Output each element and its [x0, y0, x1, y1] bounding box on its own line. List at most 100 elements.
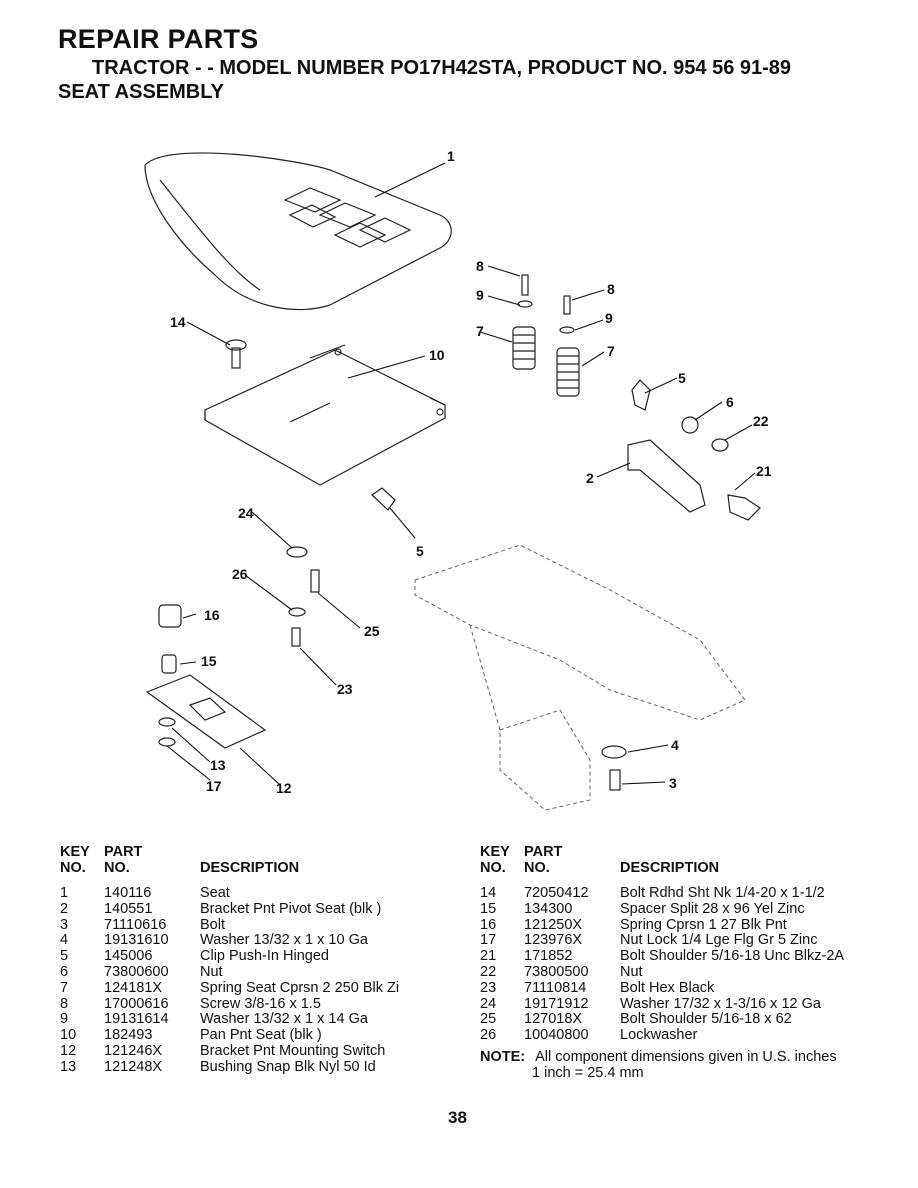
callout-label: 26 — [232, 566, 248, 582]
key-cell: 21 — [480, 948, 497, 965]
callout-label: 17 — [206, 778, 222, 794]
callout-label: 14 — [170, 314, 186, 330]
desc-cell: Spacer Split 28 x 96 Yel Zinc — [620, 900, 805, 917]
seat-pan-part — [204, 344, 446, 486]
callout-label: 12 — [276, 780, 292, 796]
table-header: KEY NO. PART NO. DESCRIPTION — [60, 844, 440, 879]
desc-cell: Spring Cprsn 1 27 Blk Pnt — [620, 916, 787, 933]
note-line-1: All component dimensions given in U.S. i… — [535, 1049, 837, 1065]
key-cell: 8 — [60, 995, 69, 1012]
callout-label: 24 — [238, 505, 254, 521]
callout-label: 15 — [201, 653, 217, 669]
key-cell: 4 — [60, 932, 69, 949]
desc-cell: Bracket Pnt Pivot Seat (blk ) — [200, 900, 382, 917]
key-cell: 15 — [480, 900, 497, 917]
seat-part — [144, 152, 452, 311]
callout-label: 4 — [671, 737, 679, 753]
note-line-2: 1 inch = 25.4 mm — [532, 1065, 644, 1081]
tractor-frame-outline — [414, 544, 746, 811]
desc-cell: Seat — [200, 885, 230, 901]
page-title: REPAIR PARTS — [58, 24, 259, 54]
description-header: DESCRIPTION — [620, 860, 720, 876]
spring-7-right-part — [556, 347, 580, 397]
callout-label: 6 — [726, 394, 734, 410]
part-cell: 73800600 — [104, 963, 169, 980]
desc-cell: Nut — [620, 963, 643, 980]
part-cell: 121248X — [104, 1058, 163, 1075]
section-title: SEAT ASSEMBLY — [58, 81, 224, 103]
key-cell: 12 — [60, 1042, 77, 1059]
callout-label: 9 — [605, 310, 613, 326]
desc-cell: Bolt Shoulder 5/16-18 Unc Blkz-2A — [620, 948, 845, 965]
key-cell: 26 — [480, 1027, 497, 1044]
key-cell: 25 — [480, 1011, 497, 1028]
table-row: 13 121248X Bushing Snap Blk Nyl 50 Id — [60, 1058, 440, 1076]
callout-label: 25 — [364, 623, 380, 639]
callout-label: 23 — [337, 681, 353, 697]
callout-label: 16 — [204, 607, 220, 623]
callout-label: 2 — [586, 470, 594, 486]
desc-cell: Bracket Pnt Mounting Switch — [200, 1042, 386, 1059]
callout-label: 5 — [416, 543, 424, 559]
part-cell: 140551 — [104, 900, 153, 917]
bolt-14-part — [225, 339, 247, 369]
desc-cell: Nut Lock 1/4 Lge Flg Gr 5 Zinc — [620, 932, 818, 949]
part-cell: 10040800 — [524, 1027, 589, 1044]
table-row: 21 171852 Bolt Shoulder 5/16-18 Unc Blkz-2… — [480, 948, 900, 965]
part-cell: 19171912 — [524, 995, 589, 1012]
part-cell: 145006 — [104, 948, 153, 965]
key-cell: 14 — [480, 885, 497, 901]
callout-label: 1 — [447, 148, 455, 164]
part-header-no: NO. — [524, 860, 550, 876]
key-cell: 9 — [60, 1011, 69, 1028]
callout-label: 22 — [753, 413, 769, 429]
key-cell: 13 — [60, 1058, 77, 1075]
desc-cell: Bushing Snap Blk Nyl 50 Id — [200, 1058, 376, 1075]
part-cell: 72050412 — [524, 885, 589, 901]
table-row: 2 140551 Bracket Pnt Pivot Seat (blk ) — [60, 900, 440, 918]
part-cell: 19131610 — [104, 932, 169, 949]
note-label: NOTE: — [480, 1049, 526, 1065]
part-header: PART — [524, 844, 563, 860]
table-header: KEY NO. PART NO. DESCRIPTION — [480, 844, 900, 879]
part-cell: 73800500 — [524, 963, 589, 980]
desc-cell: Bolt Hex Black — [620, 979, 715, 996]
key-header: KEY — [60, 844, 90, 860]
callout-label: 7 — [476, 323, 484, 339]
desc-cell: Bolt — [200, 916, 225, 933]
callout-label: 5 — [678, 370, 686, 386]
key-cell: 6 — [60, 963, 69, 980]
callout-label: 8 — [607, 281, 615, 297]
spring-7-left-part — [512, 326, 536, 370]
table-row: 16 121250X Spring Cprsn 1 27 Blk Pnt — [480, 916, 900, 934]
desc-cell: Bolt Shoulder 5/16-18 x 62 — [620, 1011, 792, 1028]
part-header-no: NO. — [104, 860, 130, 876]
desc-cell: Screw 3/8-16 x 1.5 — [200, 995, 321, 1012]
desc-cell: Spring Seat Cprsn 2 250 Blk Zi — [200, 979, 400, 996]
part-cell: 127018X — [524, 1011, 583, 1028]
callout-label: 3 — [669, 775, 677, 791]
key-cell: 16 — [480, 916, 497, 933]
seat-assembly-diagram: 1 8 9 8 9 7 7 5 6 22 10 14 2 21 24 5 26 … — [144, 148, 772, 811]
key-header-no: NO. — [60, 860, 86, 876]
part-cell: 71110814 — [524, 979, 587, 996]
part-cell: 171852 — [524, 948, 573, 965]
desc-cell: Clip Push-In Hinged — [200, 948, 329, 965]
key-cell: 2 — [60, 900, 69, 917]
part-cell: 121250X — [524, 916, 583, 933]
part-cell: 123976X — [524, 932, 583, 949]
model-subtitle: TRACTOR - - MODEL NUMBER PO17H42STA, PRO… — [92, 57, 792, 79]
key-cell: 7 — [60, 979, 69, 996]
